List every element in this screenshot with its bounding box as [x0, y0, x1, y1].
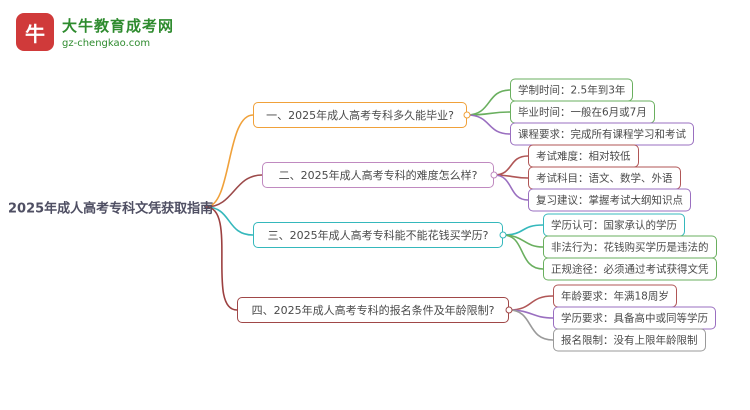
branch1-endpoint-dot: [463, 111, 471, 119]
branch-node-4: 四、2025年成人高考专科的报名条件及年龄限制?: [237, 297, 509, 323]
logo-text-block: 大牛教育成考网 gz-chengkao.com: [62, 15, 174, 49]
leaf-node: 报名限制：没有上限年龄限制: [553, 328, 706, 352]
bull-logo-icon: 牛: [16, 13, 54, 51]
connector-branch2-child1: [493, 155, 529, 176]
leaf-node: 复习建议：掌握考试大纲知识点: [528, 188, 691, 212]
connector-branch3-child1: [502, 224, 544, 236]
site-logo: 牛 大牛教育成考网 gz-chengkao.com: [16, 13, 174, 51]
leaf-node: 非法行为：花钱购买学历是违法的: [543, 235, 717, 259]
connector-root-branch4: [205, 206, 238, 311]
connector-root-branch1: [205, 114, 254, 208]
connector-branch4-child3: [508, 309, 554, 341]
connector-branch2-child3: [493, 174, 529, 201]
branch2-endpoint-dot: [490, 171, 498, 179]
connector-branch3-child3: [502, 234, 544, 270]
branch-node-3: 三、2025年成人高考专科能不能花钱买学历?: [253, 222, 503, 248]
connector-branch4-child1: [508, 295, 554, 311]
leaf-node: 学制时间：2.5年到3年: [510, 78, 634, 102]
leaf-node: 毕业时间：一般在6月或7月: [510, 100, 655, 124]
root-topic: 2025年成人高考专科文凭获取指南: [8, 201, 214, 217]
connector-root-branch3: [205, 206, 254, 236]
leaf-node: 课程要求：完成所有课程学习和考试: [510, 122, 694, 146]
connector-branch1-child2: [466, 111, 511, 116]
leaf-node: 学历认可：国家承认的学历: [543, 213, 685, 237]
connector-branch1-child1: [466, 89, 511, 116]
leaf-node: 正规途径：必须通过考试获得文凭: [543, 257, 717, 281]
leaf-node: 年龄要求：年满18周岁: [553, 284, 677, 308]
branch-node-2: 二、2025年成人高考专科的难度怎么样?: [262, 162, 494, 188]
connector-root-branch2: [205, 174, 263, 208]
branch3-endpoint-dot: [499, 231, 507, 239]
leaf-node: 考试科目：语文、数学、外语: [528, 166, 681, 190]
leaf-node: 学历要求：具备高中或同等学历: [553, 306, 716, 330]
branch4-endpoint-dot: [505, 306, 513, 314]
leaf-node: 考试难度：相对较低: [528, 144, 639, 168]
brand-domain: gz-chengkao.com: [62, 38, 151, 49]
branch-node-1: 一、2025年成人高考专科多久能毕业?: [253, 102, 467, 128]
connector-branch1-child3: [466, 114, 511, 135]
brand-name: 大牛教育成考网: [62, 17, 175, 35]
